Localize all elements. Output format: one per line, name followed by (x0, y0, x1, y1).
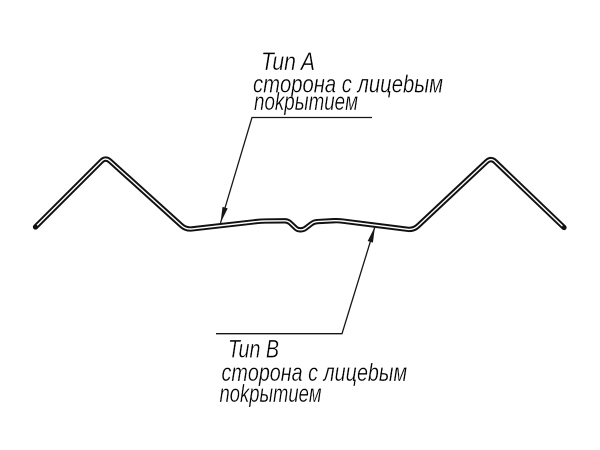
svg-text:cmopoнa c лuцebым: cmopoнa c лuцebым (253, 70, 443, 98)
svg-text:Tun B: Tun B (228, 335, 279, 363)
svg-text:Tun A: Tun A (261, 48, 315, 76)
svg-text:cmopoнa c лuцebым: cmopoнa c лuцebым (222, 359, 408, 387)
svg-text:nokpыmueм: nokpыmueм (254, 88, 358, 116)
svg-text:nokpыmueм: nokpыmueм (220, 380, 322, 408)
